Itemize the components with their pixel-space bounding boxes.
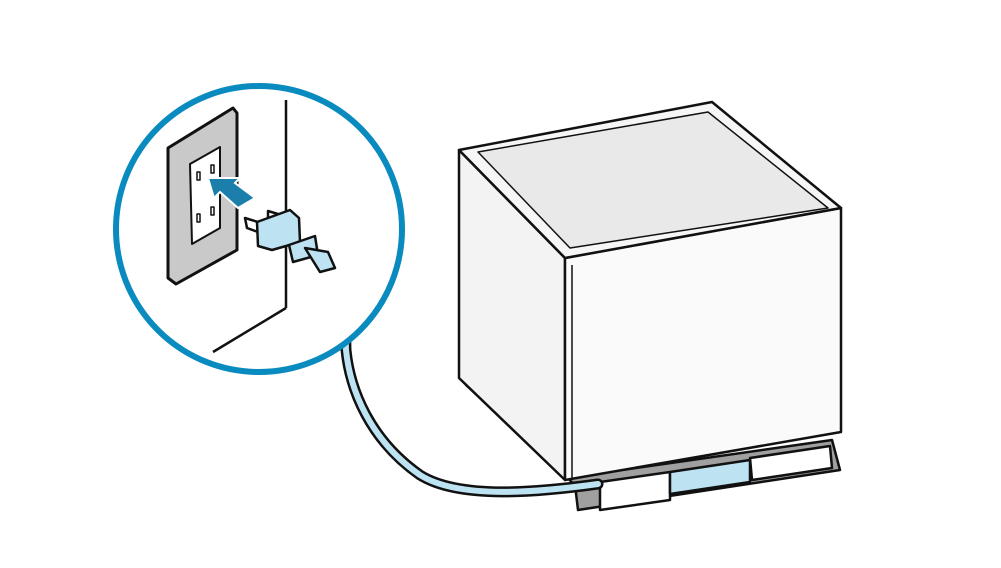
printer [457, 100, 843, 512]
printer-top-panel [477, 111, 829, 249]
power-plug [243, 208, 337, 274]
printer-slot [668, 458, 752, 496]
printer-feet [598, 470, 672, 512]
wall-outlet [166, 106, 239, 286]
wall [212, 100, 288, 354]
printer-feet-right [748, 444, 834, 482]
insert-arrow-icon [206, 177, 257, 210]
plug-neck [303, 246, 337, 274]
